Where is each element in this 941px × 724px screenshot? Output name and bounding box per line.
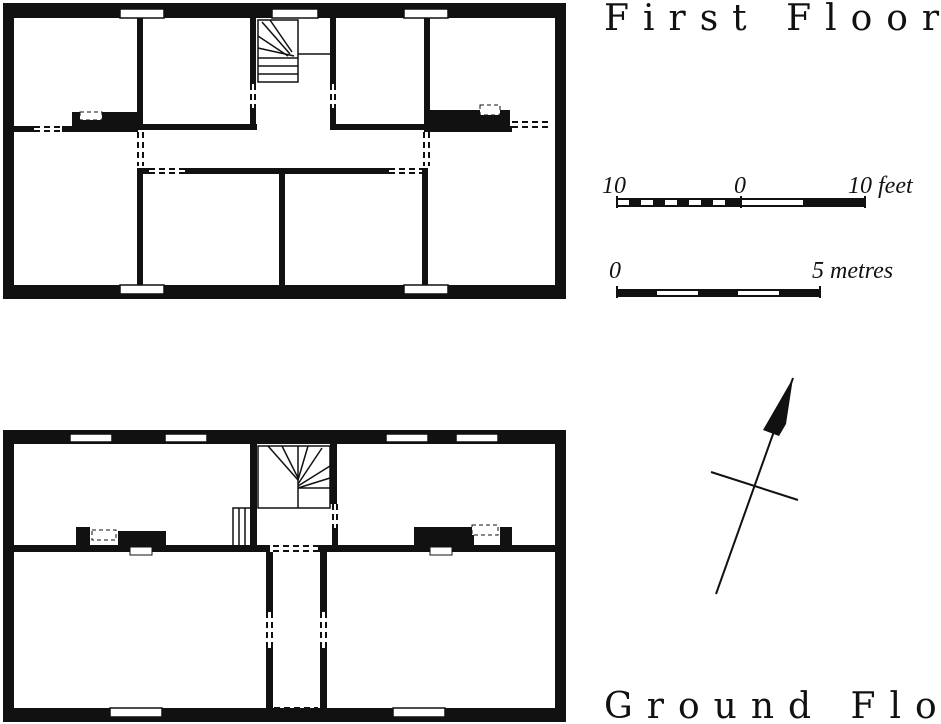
ground-floor-fireplaces bbox=[91, 524, 499, 556]
ground-floor-plan bbox=[3, 430, 566, 722]
ground-floor-title: Ground Floor bbox=[604, 686, 941, 724]
first-floor-plan bbox=[3, 3, 566, 299]
first-floor-interior-walls bbox=[14, 18, 512, 285]
scale-metres-left-label: 0 bbox=[609, 258, 621, 284]
first-floor-stair bbox=[257, 19, 330, 83]
first-floor-fireplaces bbox=[79, 104, 501, 121]
ground-floor-stair bbox=[232, 445, 331, 547]
scale-metres-right-label: 5 bbox=[812, 258, 824, 284]
north-arrow-icon bbox=[710, 377, 799, 595]
first-floor-title: First Floor bbox=[604, 0, 941, 39]
ground-floor-windows bbox=[69, 433, 499, 718]
scale-feet-unit: feet bbox=[878, 173, 914, 199]
scale-feet-right-label: 10 bbox=[848, 173, 872, 199]
ground-floor-doorways bbox=[251, 504, 338, 713]
scale-metres-unit: metres bbox=[830, 258, 893, 284]
scale-bar-feet: 10 0 10 feet bbox=[602, 173, 914, 208]
scale-feet-middle-label: 0 bbox=[734, 173, 746, 199]
scale-feet-left-label: 10 bbox=[602, 173, 626, 199]
scale-bar-metres: 0 5 metres bbox=[609, 258, 893, 298]
first-floor-doorways bbox=[34, 84, 550, 174]
